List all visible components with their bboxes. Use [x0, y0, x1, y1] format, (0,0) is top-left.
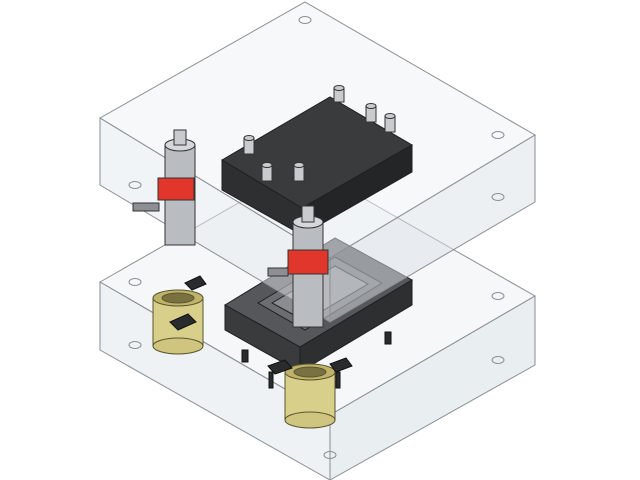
socket-head-screws — [243, 85, 396, 182]
bushing-clamps — [169, 275, 392, 389]
bolt-hole — [491, 356, 505, 364]
guide-pillar-left — [132, 129, 196, 246]
bolt-hole — [128, 181, 142, 189]
bolt-hole — [323, 451, 337, 459]
bolt-hole — [491, 131, 505, 139]
bolt-hole — [128, 278, 142, 286]
bolt-hole — [128, 341, 142, 349]
bolt-hole — [298, 16, 312, 24]
grease-nipple — [267, 267, 289, 277]
bolt-hole — [491, 292, 505, 300]
bolt-hole — [491, 193, 505, 201]
guide-bushing-front — [284, 363, 336, 429]
grease-nipple — [132, 202, 160, 212]
guide-pillar-front — [267, 205, 329, 328]
